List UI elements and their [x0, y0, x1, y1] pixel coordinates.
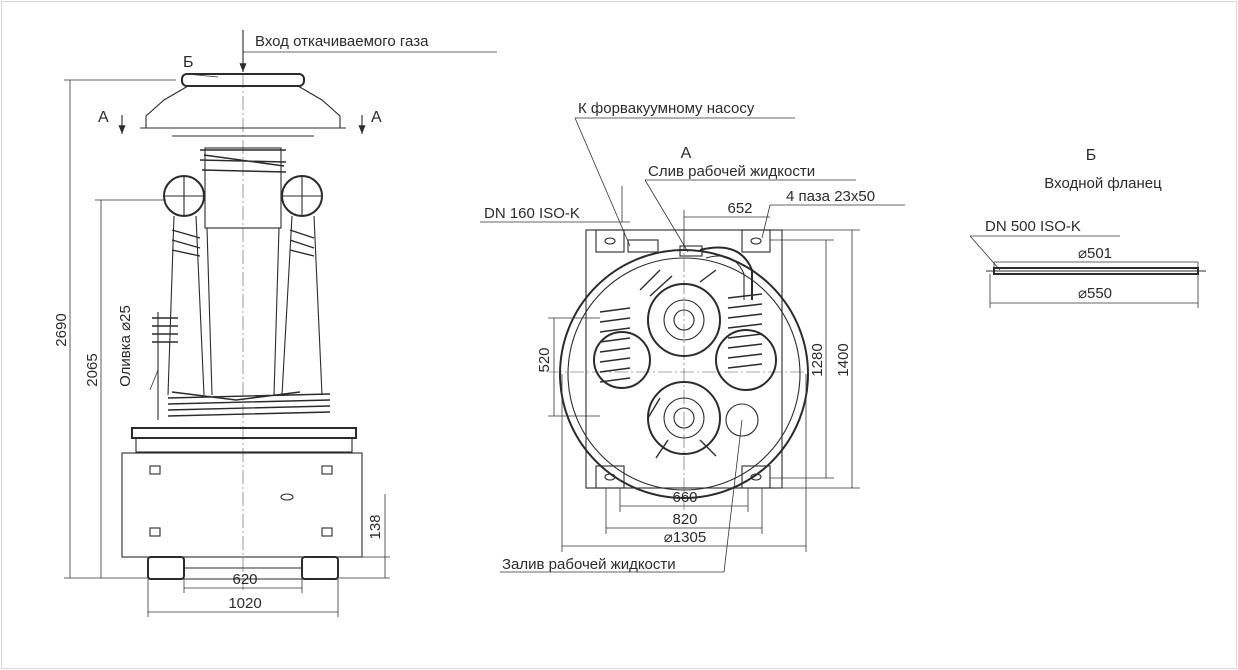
slots-label: 4 паза 23х50: [786, 188, 875, 205]
section-a-left: А: [98, 109, 109, 126]
dim-2690: 2690: [53, 313, 70, 346]
section-a-right: А: [371, 109, 382, 126]
dim-1305: ⌀1305: [664, 529, 706, 546]
inlet-label: Вход откачиваемого газа: [255, 33, 429, 50]
drain-label: Слив рабочей жидкости: [648, 163, 815, 180]
forevacuum-label: К форвакуумному насосу: [578, 100, 755, 117]
dim-2065: 2065: [84, 353, 101, 386]
view-b-mark: Б: [183, 54, 194, 71]
dim-820: 820: [672, 511, 697, 528]
dim-1280: 1280: [809, 343, 826, 376]
dim-652: 652: [727, 200, 752, 217]
dim-520: 520: [536, 347, 553, 372]
view-b-title: Б: [1086, 147, 1097, 164]
fill-label: Залив рабочей жидкости: [502, 556, 676, 573]
dn160-label: DN 160 ISO-K: [484, 205, 580, 222]
dim-620: 620: [232, 571, 257, 588]
top-view: [480, 117, 905, 573]
olivka-label: Оливка ⌀25: [117, 305, 134, 387]
dim-550: ⌀550: [1078, 285, 1112, 302]
dim-660: 660: [672, 489, 697, 506]
dim-501: ⌀501: [1078, 245, 1112, 262]
side-view: [64, 30, 497, 617]
dim-1020: 1020: [228, 595, 261, 612]
view-a-title: А: [681, 145, 692, 162]
dim-1400: 1400: [835, 343, 852, 376]
dim-138: 138: [367, 514, 384, 539]
dn500-label: DN 500 ISO-K: [985, 218, 1081, 235]
flange-view: [969, 235, 1206, 308]
flange-subtitle: Входной фланец: [1044, 175, 1162, 192]
